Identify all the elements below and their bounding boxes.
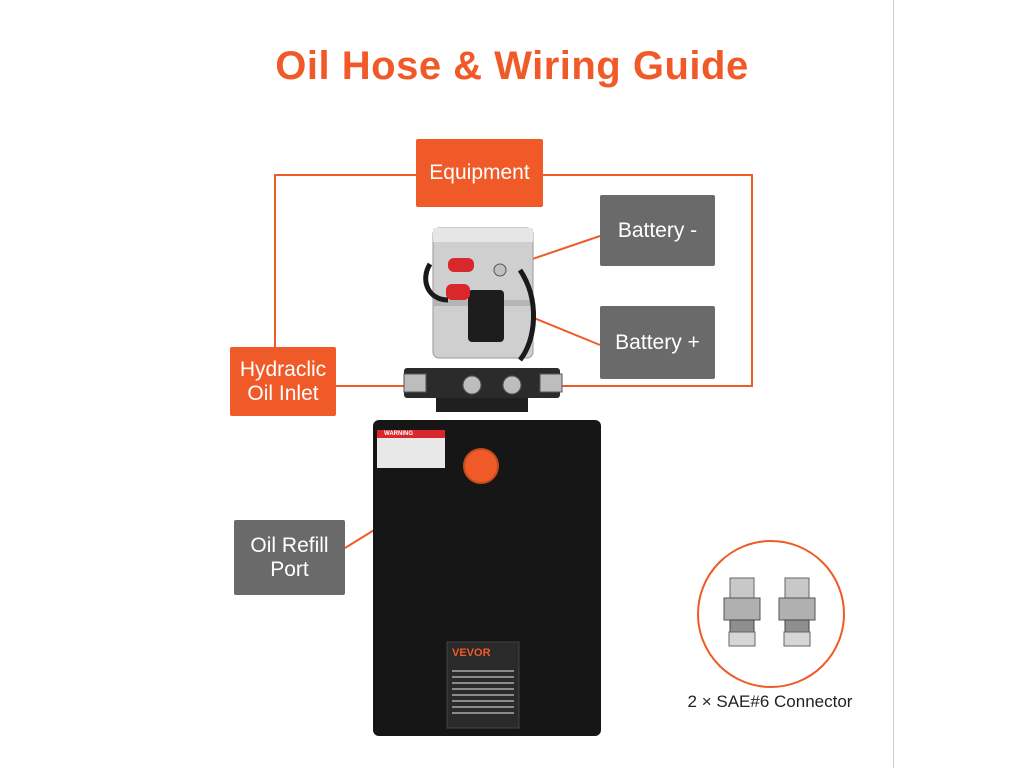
equipment-line-right [543,174,753,387]
connector-caption: 2 × SAE#6 Connector [687,692,853,711]
warning-text: WARNING [384,431,413,437]
valve-block [404,368,560,398]
equipment-label: Equipment [416,139,543,207]
terminal-cap-top [448,258,474,272]
solenoid [468,290,504,342]
refill-cap [463,448,499,484]
connector-circle [697,540,845,688]
product-brand: VEVOR [452,647,491,659]
equipment-line-left [274,174,416,352]
page-divider [893,0,894,768]
connector-left-icon [723,577,761,647]
battery-plus-label: Battery + [600,306,715,379]
connectors-illustration [723,577,816,647]
oil-inlet-label: Hydraclic Oil Inlet [230,347,336,416]
battery-minus-label: Battery - [600,195,715,266]
terminal-cap-bottom [446,284,470,300]
oil-refill-label: Oil Refill Port [234,520,345,595]
page-title: Oil Hose & Wiring Guide [275,44,749,88]
reservoir-tank [373,420,601,736]
connector-right-icon [778,577,816,647]
